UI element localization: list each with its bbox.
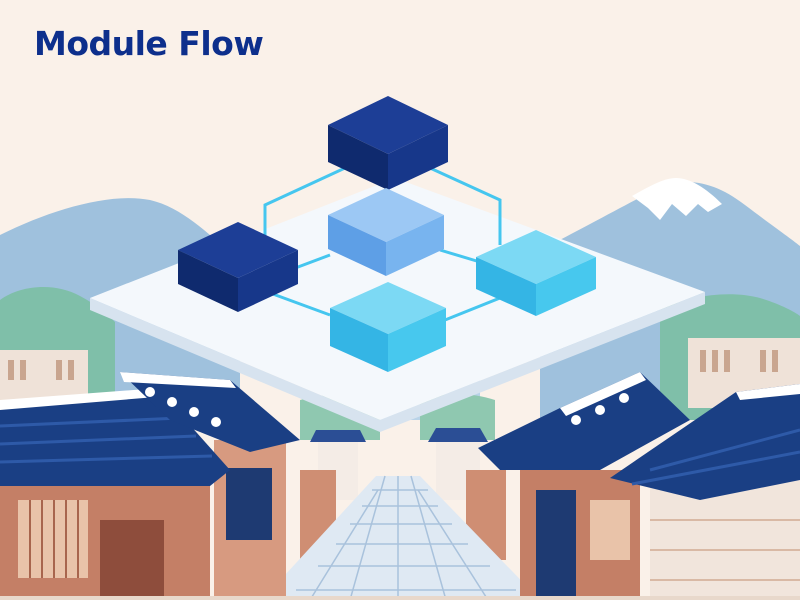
distant-houses: [300, 428, 506, 560]
hanok-left: [0, 372, 300, 600]
page-title: Module Flow: [34, 24, 264, 63]
hanok-right: [478, 372, 800, 600]
module-left: [178, 222, 298, 312]
module-center: [328, 188, 444, 276]
stone-lane: [262, 475, 540, 600]
ground-line: [0, 596, 800, 600]
module-bottom: [330, 282, 446, 372]
module-right: [476, 230, 596, 316]
module-top: [328, 96, 448, 190]
